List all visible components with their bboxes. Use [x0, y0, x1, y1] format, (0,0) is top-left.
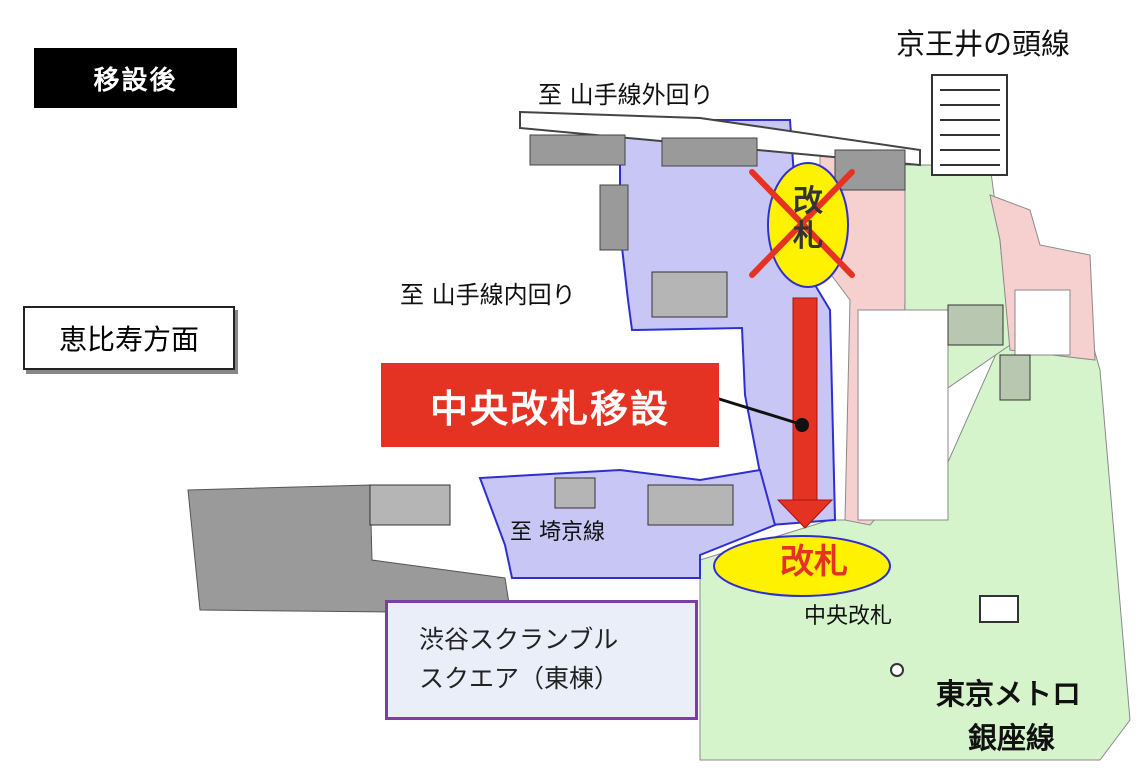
ginza-line-label: 銀座線 [968, 721, 1056, 755]
platform-gray-area [187, 484, 511, 613]
cross-icon [749, 169, 855, 278]
scramble-line-2: スクエア（東棟） [419, 664, 620, 693]
ebisu-direction-box: 恵比寿方面 [23, 306, 235, 370]
banner-connector-dot [795, 418, 809, 432]
stairs [651, 271, 728, 318]
keio-stair-tower [931, 74, 1008, 176]
keio-line-label: 京王井の頭線 [896, 27, 1071, 61]
tokyo-metro-label: 東京メトロ [936, 677, 1082, 711]
yamanote-outer-label: 至 山手線外回り [538, 81, 714, 109]
relocation-banner: 中央改札移設 [381, 363, 719, 447]
relocation-arrow-head [776, 499, 834, 529]
new-gate-marker [713, 535, 891, 597]
platform-block [529, 134, 626, 166]
new-gate-label: 改札 [780, 542, 848, 582]
old-gate-char-bottom: 札 [793, 218, 823, 254]
yamanote-inner-label: 至 山手線内回り [400, 281, 576, 309]
small-circle-marker [890, 663, 904, 677]
small-square-marker [979, 595, 1019, 623]
white-block [857, 309, 949, 521]
stairs [647, 484, 734, 526]
old-gate-char-top: 改 [793, 184, 823, 219]
platform-block [834, 149, 906, 191]
stairs [554, 477, 596, 509]
stairs-green [999, 354, 1031, 401]
relocation-arrow-shaft [792, 297, 818, 502]
after-relocation-badge: 移設後 [34, 48, 237, 108]
scramble-square-box: 渋谷スクランブル スクエア（東棟） [385, 600, 698, 720]
banner-connector-line [715, 396, 801, 426]
stairs-green [947, 304, 1004, 346]
platform-block [661, 137, 758, 167]
saikyo-label: 至 埼京線 [510, 520, 605, 545]
scramble-line-1: 渋谷スクランブル [419, 625, 619, 655]
stairs [369, 484, 451, 526]
old-gate-label: 改 札 [778, 184, 838, 254]
platform-block [599, 184, 629, 251]
central-gate-label: 中央改札 [804, 604, 893, 629]
white-block [1014, 289, 1071, 356]
